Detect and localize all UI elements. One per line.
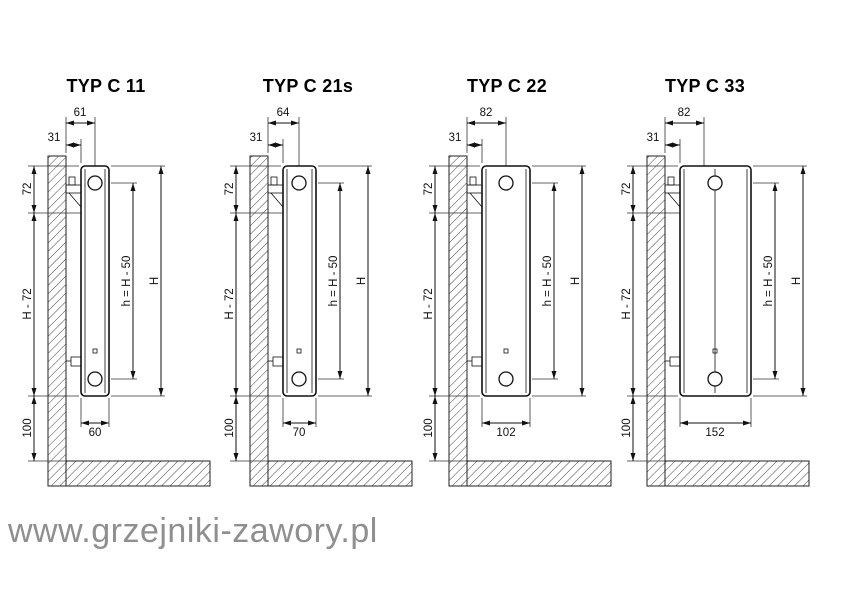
top-pipe-circle [87, 175, 103, 191]
radiator-body [80, 165, 110, 397]
radiator-side-diagram: 61 31 72 H - 72 100 h = H - 50 H 60 [22, 107, 211, 487]
dim-bottom-width: 152 [705, 427, 724, 439]
dim-top-width: 61 [74, 107, 87, 119]
radiator-panel-typ-c-11: TYP C 11 [20, 76, 230, 501]
radiator-panel-typ-c-21s: TYP C 21s [222, 76, 432, 501]
vent-detail [92, 348, 98, 354]
dim-top-width: 64 [277, 107, 290, 119]
dim-wall-offset: 31 [449, 132, 462, 144]
dimension-lines [31, 120, 164, 461]
dim-total-height: H [356, 277, 368, 285]
radiator-body [481, 165, 531, 397]
dim-total-height: H [791, 277, 803, 285]
dim-bottom-clearance: 100 [224, 418, 236, 437]
dim-bottom-clearance: 100 [621, 418, 633, 437]
dim-left-height: H - 72 [423, 288, 435, 319]
dimension-lines [630, 120, 806, 461]
vent-detail [712, 348, 718, 354]
drain-valve [268, 356, 284, 367]
bottom-pipe-circle [87, 371, 103, 387]
dim-bottom-clearance: 100 [22, 418, 34, 437]
dim-left-height: H - 72 [621, 288, 633, 319]
radiator-side-diagram: 64 31 72 H - 72 100 h = H - 50 H 70 [224, 107, 413, 487]
dim-top-height: 72 [22, 183, 34, 196]
dimension-lines [432, 120, 585, 461]
bottom-pipe-circle [707, 371, 723, 387]
top-pipe-circle [707, 175, 723, 191]
dim-top-height: 72 [224, 183, 236, 196]
radiator-side-diagram: 82 31 72 H - 72 100 h = H - 50 H 152 [621, 107, 810, 487]
vent-detail [503, 348, 509, 354]
bottom-pipe-circle [498, 371, 514, 387]
dim-top-height: 72 [621, 183, 633, 196]
radiator-panel-typ-c-33: TYP C 33 [619, 76, 829, 501]
radiator-side-diagram: 82 31 72 H - 72 100 h = H - 50 H 102 [423, 107, 612, 487]
radiator-body [679, 165, 752, 397]
dim-total-height: H [149, 277, 161, 285]
bottom-pipe-circle [291, 371, 307, 387]
dim-top-height: 72 [423, 183, 435, 196]
extension-lines [627, 117, 807, 462]
drain-valve [467, 356, 483, 367]
mounting-bracket [267, 176, 284, 208]
dim-bottom-width: 60 [89, 427, 102, 439]
dim-bottom-width: 70 [293, 427, 306, 439]
wall-section [448, 155, 468, 487]
mounting-bracket [466, 176, 483, 208]
mounting-bracket [664, 176, 681, 208]
dim-bottom-clearance: 100 [423, 418, 435, 437]
dim-left-height: H - 72 [224, 288, 236, 319]
site-watermark: www.grzejniki-zawory.pl [8, 512, 378, 550]
wall-section [646, 155, 666, 487]
dim-left-height: H - 72 [22, 288, 34, 319]
dim-wall-offset: 31 [48, 132, 61, 144]
wall-section [47, 155, 67, 487]
dim-pipe-spacing: h = H - 50 [328, 256, 340, 307]
floor-section [664, 460, 810, 487]
vent-detail [296, 348, 302, 354]
top-pipe-circle [291, 175, 307, 191]
panel-title: TYP C 11 [66, 76, 146, 96]
wall-section [249, 155, 269, 487]
extension-lines [230, 117, 372, 462]
drain-valve [66, 356, 82, 367]
top-pipe-circle [498, 175, 514, 191]
radiator-body [282, 165, 317, 397]
radiator-panel-typ-c-22: TYP C 22 [421, 76, 631, 501]
dim-wall-offset: 31 [647, 132, 660, 144]
floor-section [466, 460, 612, 487]
dim-total-height: H [570, 277, 582, 285]
dim-pipe-spacing: h = H - 50 [121, 256, 133, 307]
dimension-lines [233, 120, 371, 461]
dim-bottom-width: 102 [496, 427, 515, 439]
mounting-bracket [65, 176, 82, 208]
floor-section [65, 460, 211, 487]
dim-pipe-spacing: h = H - 50 [542, 256, 554, 307]
dim-pipe-spacing: h = H - 50 [763, 256, 775, 307]
extension-lines [28, 117, 165, 462]
panel-title: TYP C 22 [466, 76, 548, 96]
panel-title: TYP C 33 [664, 76, 746, 96]
floor-section [267, 460, 413, 487]
panel-title: TYP C 21s [262, 76, 354, 96]
dim-wall-offset: 31 [250, 132, 263, 144]
dim-top-width: 82 [480, 107, 493, 119]
dim-top-width: 82 [678, 107, 691, 119]
drain-valve [665, 356, 681, 367]
